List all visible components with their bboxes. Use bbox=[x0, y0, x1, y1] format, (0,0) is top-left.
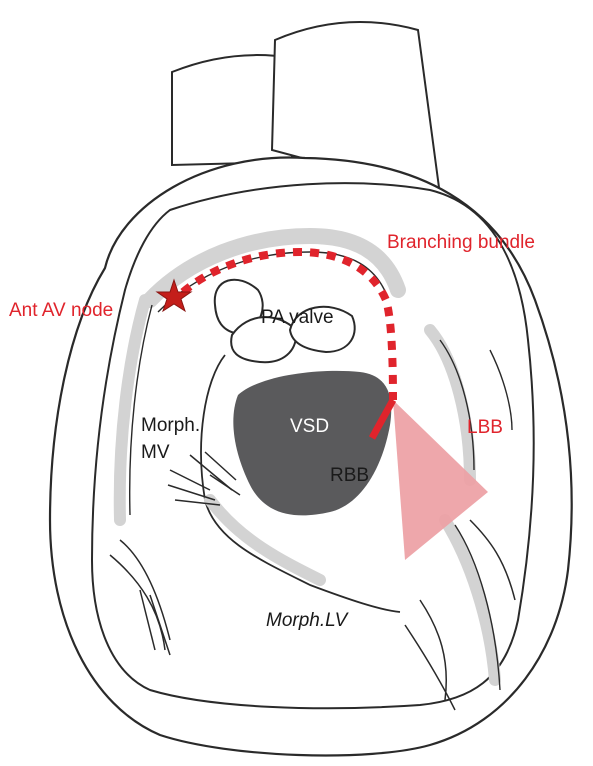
label-pa-valve: PA valve bbox=[261, 306, 334, 330]
label-morph-mv-line2: MV bbox=[141, 441, 170, 465]
label-branching-bundle: Branching bundle bbox=[387, 231, 535, 255]
label-morph-mv-line1: Morph. bbox=[141, 414, 200, 438]
label-vsd: VSD bbox=[290, 415, 329, 439]
label-morph-lv: Morph.LV bbox=[266, 609, 347, 633]
label-ant-av-node: Ant AV node bbox=[9, 299, 113, 323]
label-rbb: RBB bbox=[330, 464, 369, 488]
label-lbb: LBB bbox=[467, 416, 503, 440]
